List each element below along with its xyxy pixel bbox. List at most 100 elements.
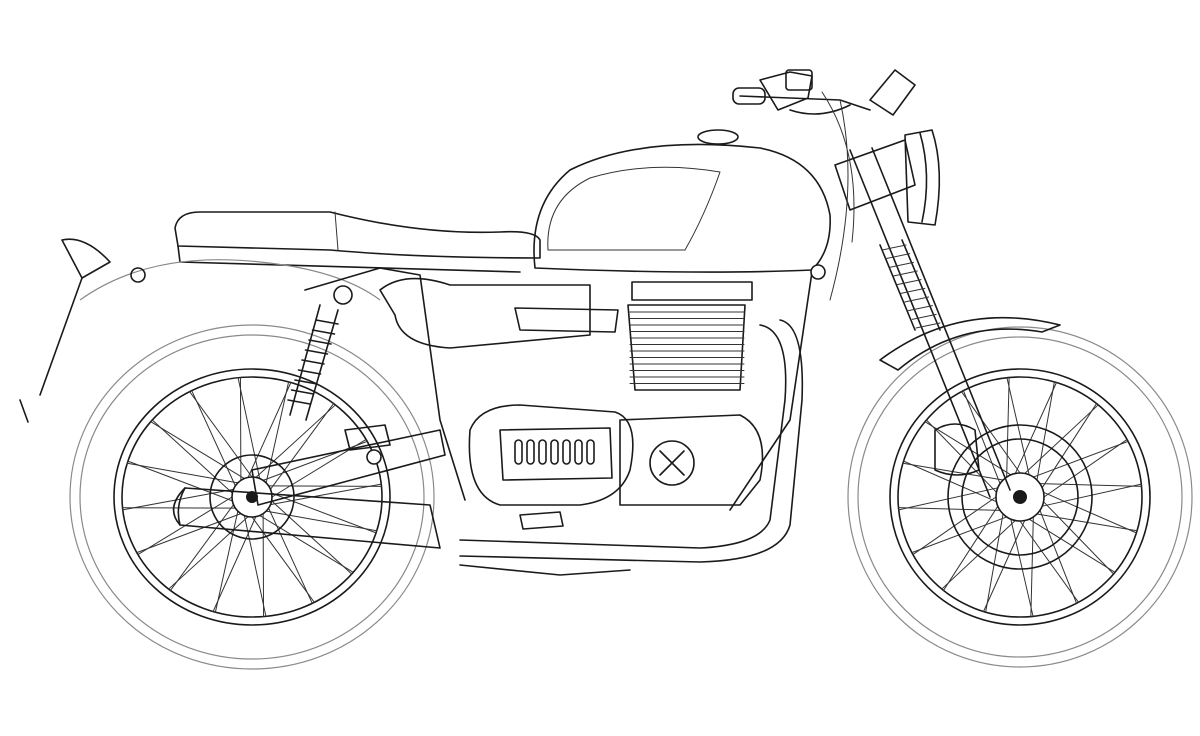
spoke — [247, 381, 292, 478]
spoke — [243, 514, 267, 617]
front-axle — [1013, 490, 1027, 504]
front-footpeg — [519, 511, 564, 530]
engine-cover-plate — [499, 427, 613, 481]
spoke — [942, 505, 999, 591]
gaiter-ring — [892, 270, 918, 277]
spoke — [151, 419, 233, 494]
spoke — [985, 513, 1004, 613]
coil — [290, 389, 315, 395]
rear-section — [19, 238, 381, 423]
rear-wheel — [69, 324, 435, 670]
tank-knee-pad — [547, 166, 721, 251]
frame — [304, 264, 826, 511]
gaiter-ring — [885, 253, 911, 260]
rear-subframe — [304, 267, 466, 501]
gaiter-ring — [907, 305, 933, 312]
tail-light — [61, 238, 111, 279]
headlight — [904, 129, 941, 226]
engine — [468, 281, 764, 506]
brake-disc — [947, 424, 1093, 570]
slot — [562, 439, 571, 465]
spoke — [1019, 520, 1079, 603]
slot — [526, 439, 535, 465]
seat-cushion — [174, 211, 541, 259]
spoke — [136, 513, 242, 554]
spoke — [262, 440, 368, 481]
fuel-tank — [533, 129, 831, 273]
spoke — [1030, 516, 1034, 618]
gaiter-ring — [911, 313, 937, 320]
spoke — [983, 520, 1026, 613]
spoke — [962, 390, 1001, 485]
front-rim-outer — [889, 368, 1151, 626]
front-hub — [995, 472, 1045, 522]
down-tube — [729, 271, 813, 511]
front-fender — [879, 316, 1061, 371]
gaiter-ring — [915, 322, 941, 329]
rear-footpeg — [344, 424, 391, 451]
muffler — [172, 487, 441, 549]
front-wheel — [847, 326, 1193, 668]
spoke — [961, 391, 1021, 474]
fork-leg-front — [871, 147, 1011, 491]
spoke — [237, 377, 261, 480]
coil — [311, 329, 336, 335]
coil — [294, 379, 318, 385]
rear-hub — [231, 476, 273, 518]
spoke — [1014, 381, 1057, 474]
spoke — [1024, 404, 1099, 474]
seat-seam — [334, 211, 339, 251]
engine-cover-slots — [514, 439, 595, 465]
shock-spring-coils — [287, 319, 339, 405]
slot — [538, 439, 547, 465]
fork-leg-rear — [849, 149, 991, 498]
gaiter-ring — [896, 279, 922, 286]
air-box — [514, 307, 619, 333]
spoke — [255, 404, 336, 478]
spoke — [122, 488, 235, 511]
spoke — [271, 492, 377, 534]
spoke — [941, 520, 1016, 590]
spoke — [269, 483, 382, 506]
spoke — [169, 504, 235, 591]
gaiter-ring — [881, 244, 907, 251]
coil — [297, 369, 322, 375]
brake-lever — [789, 104, 851, 115]
shock-mount-top — [333, 285, 353, 305]
rear-sprocket — [209, 454, 295, 540]
cables — [821, 91, 855, 301]
handlebar — [739, 95, 871, 111]
coil — [308, 339, 332, 345]
spoke — [127, 460, 233, 502]
coil — [301, 359, 325, 365]
rear-tire-outer — [69, 324, 435, 670]
engine-badge — [649, 440, 695, 486]
front-rim-inner — [897, 376, 1143, 618]
rear-rim-inner — [121, 376, 383, 618]
side-stand — [459, 564, 631, 576]
instrument-gauge — [869, 69, 916, 116]
cylinder-head — [631, 281, 753, 301]
coil — [304, 349, 329, 355]
slot — [586, 439, 595, 465]
spoke — [1041, 403, 1098, 489]
crankcase-right — [619, 414, 764, 506]
headlight-assembly — [732, 69, 941, 301]
rear-rim-outer — [113, 368, 391, 626]
rear-tire-tread — [79, 334, 425, 660]
gaiter-ring — [889, 261, 915, 268]
crankcase-left — [468, 404, 634, 506]
front-fork — [834, 139, 1011, 498]
coil — [287, 399, 311, 405]
controls — [344, 424, 631, 576]
rear-spokes — [122, 376, 382, 618]
rear-fender — [79, 259, 381, 301]
cooling-fins — [629, 311, 745, 384]
frame-bolt — [810, 264, 826, 280]
fork-yoke — [834, 139, 916, 211]
spoke — [1006, 377, 1030, 476]
slot — [574, 439, 583, 465]
spoke — [150, 421, 245, 480]
spoke — [1039, 509, 1078, 604]
